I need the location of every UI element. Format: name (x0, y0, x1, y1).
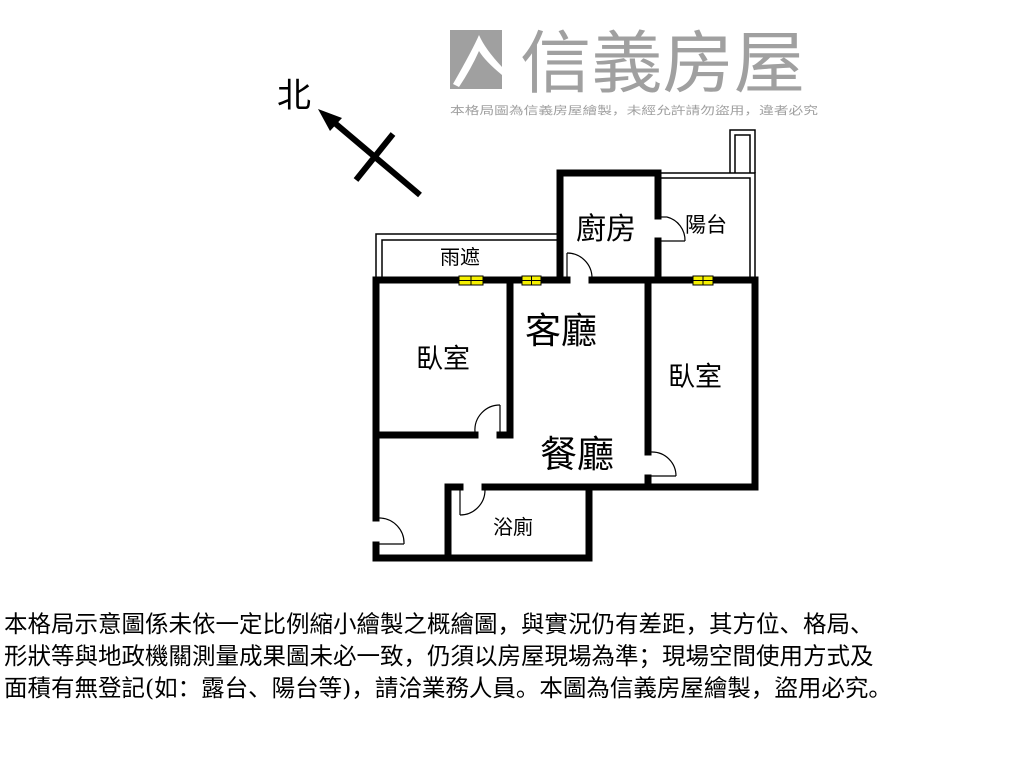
disclaimer-line: 面積有無登記(如：露台、陽台等)，請洽業務人員。本圖為信義房屋繪製，盜用必究。 (4, 674, 892, 702)
walls (372, 169, 759, 562)
door-balcony (658, 216, 686, 242)
door-bedroom-left (474, 404, 501, 435)
room-label-balcony: 陽台 (685, 213, 727, 237)
door-kitchen (566, 252, 593, 280)
window (692, 275, 714, 286)
door-entrance (376, 517, 405, 545)
thin-outlines (375, 129, 756, 280)
disclaimer-line: 本格局示意圖係未依一定比例縮小繪製之概繪圖，與實況仍有差距，其方位、格局、 (4, 610, 874, 638)
room-label-bedroom-right: 臥室 (668, 362, 722, 393)
room-label-dining-room: 餐廳 (540, 433, 614, 476)
room-label-bedroom-left: 臥室 (416, 344, 470, 375)
watermark: 信義房屋 本格局圖為信義房屋繪製，未經允許請勿盜用，違者必究 (450, 25, 818, 117)
windows (458, 275, 714, 286)
room-label-living-room: 客廳 (525, 311, 597, 352)
window (521, 275, 542, 286)
north-compass: 北 (277, 76, 422, 198)
door-bedroom-right (648, 451, 677, 477)
doors (376, 216, 686, 545)
window (458, 275, 484, 286)
room-label-rain-shade: 雨遮 (440, 245, 480, 269)
door-bathroom (459, 487, 486, 516)
disclaimer-line: 形狀等與地政機關測量成果圖未必一致，仍須以房屋現場為準；現場空間使用方式及 (4, 642, 874, 670)
watermark-logo (450, 30, 502, 89)
disclaimer: 本格局示意圖係未依一定比例縮小繪製之概繪圖，與實況仍有差距，其方位、格局、 形狀… (4, 608, 1024, 704)
watermark-brand: 信義房屋 (520, 25, 805, 104)
watermark-notice: 本格局圖為信義房屋繪製，未經允許請勿盜用，違者必究 (450, 103, 818, 117)
room-label-bathroom: 浴廁 (493, 515, 533, 539)
room-label-kitchen: 廚房 (576, 212, 636, 247)
north-label: 北 (277, 76, 311, 116)
